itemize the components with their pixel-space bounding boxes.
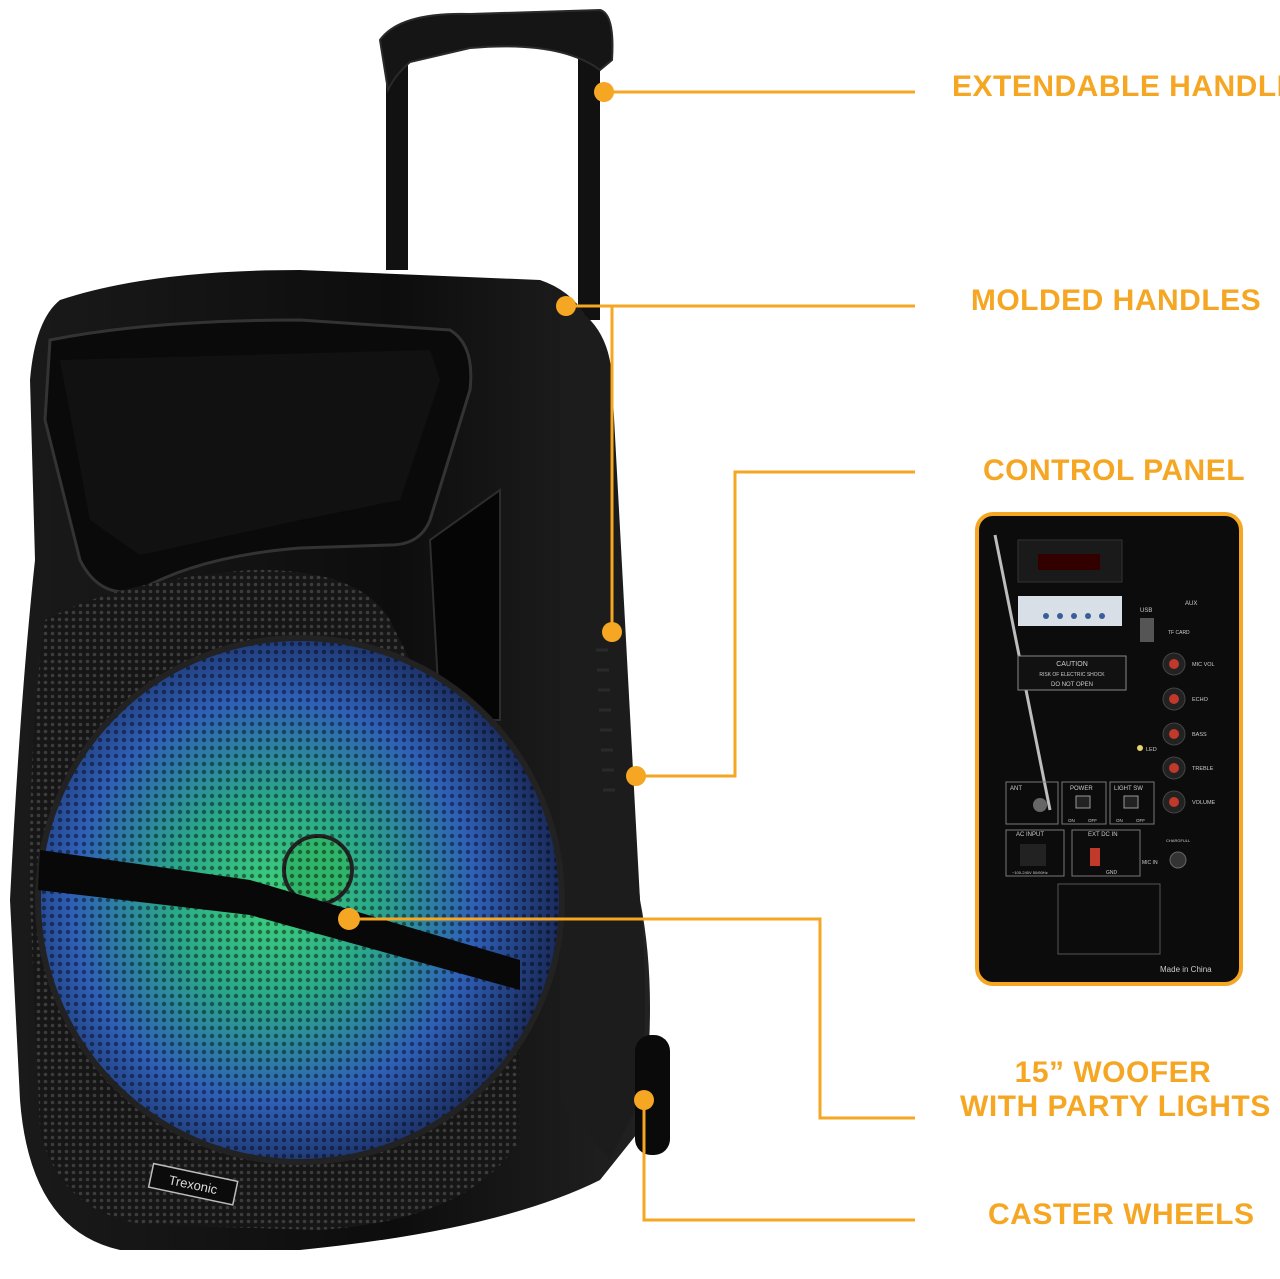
svg-text:AUX: AUX (1185, 601, 1197, 607)
control-knobs (1162, 652, 1186, 814)
svg-text:CHARGFULL: CHARGFULL (1166, 838, 1191, 843)
dot-molded-handles-side (602, 622, 622, 642)
svg-text:USB: USB (1140, 608, 1152, 614)
dot-molded-handles-top (556, 296, 576, 316)
svg-text:ON: ON (1068, 818, 1075, 823)
svg-text:ANT: ANT (1010, 786, 1022, 792)
svg-text:ON: ON (1116, 818, 1123, 823)
svg-text:LED: LED (1146, 747, 1157, 753)
label-caster-wheels: CASTER WHEELS (988, 1198, 1255, 1231)
svg-text:ECHO: ECHO (1192, 697, 1209, 703)
svg-text:~100-240V 50/60Hz: ~100-240V 50/60Hz (1012, 870, 1048, 875)
connector-caster-wheels (642, 1100, 915, 1222)
dot-control-panel (626, 766, 646, 786)
svg-text:VOLUME: VOLUME (1192, 800, 1216, 806)
svg-text:POWER: POWER (1070, 786, 1093, 792)
label-molded-handles: MOLDED HANDLES (970, 284, 1262, 317)
dot-caster-wheels (634, 1090, 654, 1110)
vent-slots (596, 648, 615, 792)
callout-dots (338, 82, 654, 1110)
svg-text:AC INPUT: AC INPUT (1016, 832, 1044, 838)
extendable-handle (378, 8, 614, 320)
svg-text:MIC IN: MIC IN (1142, 860, 1158, 866)
svg-text:Made in China: Made in China (1160, 965, 1212, 974)
label-woofer: 15” WOOFER WITH PARTY LIGHTS (960, 1056, 1271, 1124)
dot-woofer (338, 908, 360, 930)
svg-text:BASS: BASS (1192, 732, 1207, 738)
svg-text:GND: GND (1106, 870, 1118, 876)
label-extendable-handle: EXTENDABLE HANDLE (952, 70, 1280, 103)
svg-text:OFF: OFF (1136, 818, 1145, 823)
connector-woofer (349, 917, 915, 1120)
control-panel-inset: CAUTION RISK OF ELECTRIC SHOCK DO NOT OP… (975, 512, 1243, 986)
svg-text:CAUTION: CAUTION (1056, 661, 1088, 668)
dot-extendable-handle (594, 82, 614, 102)
svg-text:TF CARD: TF CARD (1168, 630, 1190, 636)
svg-text:MIC VOL: MIC VOL (1192, 662, 1215, 668)
woofer-grille: Trexonic (29, 569, 565, 1230)
svg-text:DO NOT OPEN: DO NOT OPEN (1051, 682, 1093, 688)
connector-control-panel (636, 470, 915, 778)
callout-connectors (349, 90, 915, 1222)
label-woofer-line2: WITH PARTY LIGHTS (960, 1090, 1271, 1123)
svg-text:OFF: OFF (1088, 818, 1097, 823)
brand-badge: Trexonic (147, 1162, 239, 1206)
svg-text:TREBLE: TREBLE (1192, 766, 1214, 772)
label-woofer-line1: 15” WOOFER (1014, 1056, 1212, 1089)
label-control-panel: CONTROL PANEL (982, 454, 1246, 487)
svg-text:RISK OF ELECTRIC SHOCK: RISK OF ELECTRIC SHOCK (1039, 672, 1105, 678)
svg-text:EXT DC IN: EXT DC IN (1088, 832, 1118, 838)
svg-text:LIGHT SW: LIGHT SW (1114, 786, 1143, 792)
